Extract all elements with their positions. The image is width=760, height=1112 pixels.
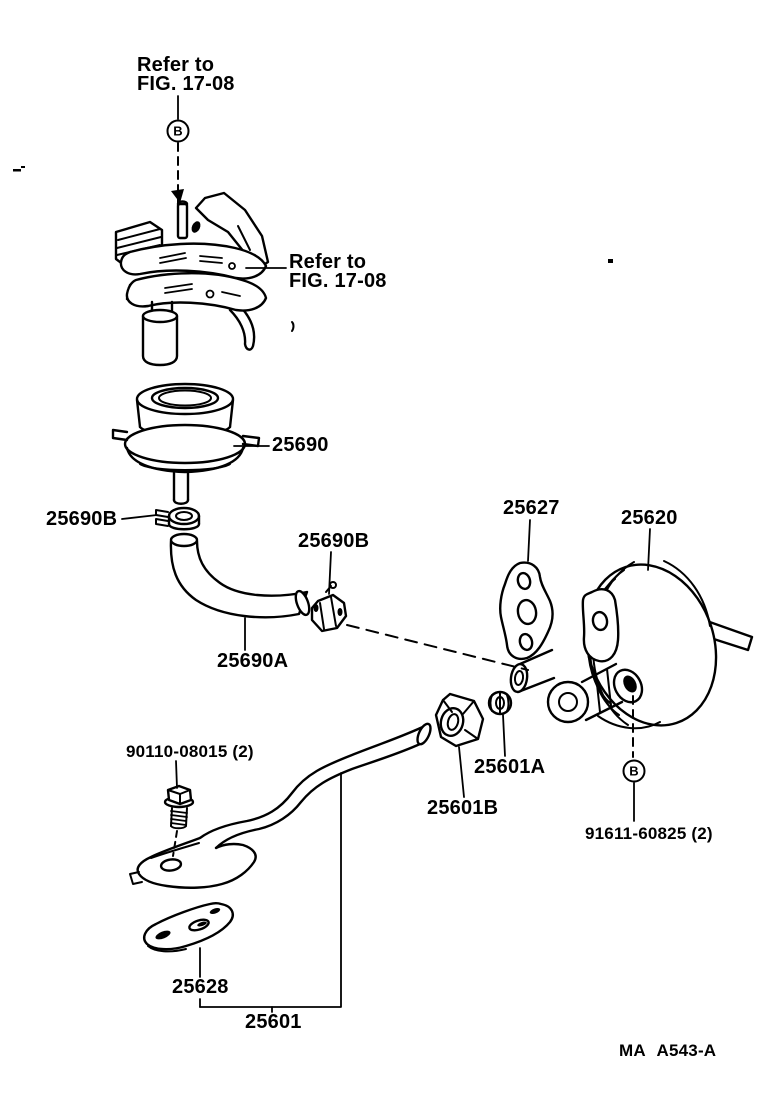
part-label-25690A: 25690A	[217, 650, 289, 672]
part-label-25601A: 25601A	[474, 756, 546, 778]
part-label-25601B: 25601B	[427, 797, 499, 819]
bolt-90110-drawing	[163, 784, 195, 830]
valve-25690-drawing	[111, 382, 261, 505]
figure-plate-code: MA A543-A	[619, 1041, 717, 1060]
leader-lines	[121, 95, 651, 1013]
bracket-25628-drawing	[143, 902, 234, 953]
refer-note-middle-line1: Refer to	[289, 251, 367, 273]
bolt-symbol-b-pump: B	[622, 759, 646, 783]
hose-25690A-drawing	[169, 532, 311, 619]
sleeve-25601A-drawing	[487, 690, 513, 716]
refer-note-middle-line2: FIG. 17-08	[289, 270, 387, 292]
part-label-90110-08015: 90110-08015 (2)	[126, 742, 254, 761]
part-label-25690B-upper: 25690B	[46, 508, 118, 530]
part-label-25628: 25628	[172, 976, 229, 998]
part-label-91611-60825: 91611-60825 (2)	[585, 824, 713, 843]
clamp-25690B-upper-drawing	[155, 506, 201, 531]
clamp-25690B-middle-drawing	[310, 581, 348, 633]
part-label-25627: 25627	[503, 497, 560, 519]
part-label-25690: 25690	[272, 434, 329, 456]
dashed-assembly-lines	[172, 142, 634, 857]
gasket-25627-drawing	[499, 561, 554, 660]
stray-marks	[13, 166, 613, 332]
refer-note-top-line1: Refer to	[137, 54, 215, 76]
part-label-25601: 25601	[245, 1011, 302, 1033]
part-label-25620: 25620	[621, 507, 678, 529]
pipe-25601-drawing	[129, 722, 432, 889]
bolt-symbol-b-top: B	[166, 119, 190, 143]
union-nut-25601B-drawing	[434, 692, 485, 748]
pump-25620-drawing	[509, 560, 754, 730]
refer-note-top: Refer to FIG. 17-08	[137, 54, 235, 95]
refer-note-top-line2: FIG. 17-08	[137, 73, 235, 95]
part-label-25690B-middle: 25690B	[298, 530, 370, 552]
refer-note-middle: Refer to FIG. 17-08	[289, 251, 387, 292]
bracket-assembly-drawing	[114, 189, 270, 367]
